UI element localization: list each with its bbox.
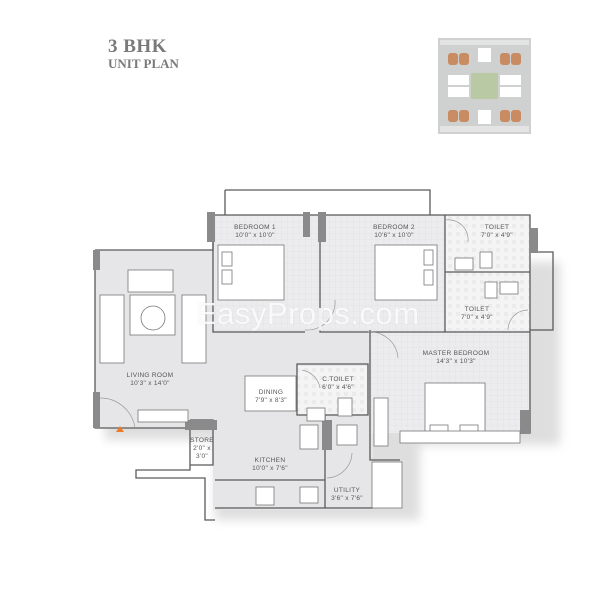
key-plan-thumbnail bbox=[438, 38, 531, 134]
watermark: EasyProps.com bbox=[196, 296, 420, 331]
entry-marker-icon bbox=[116, 426, 124, 432]
furniture bbox=[99, 244, 521, 509]
door-swings bbox=[99, 219, 529, 479]
dining-kitchen-floor bbox=[213, 330, 373, 510]
pillars bbox=[93, 212, 538, 450]
plan-title: 3 BHK bbox=[108, 36, 167, 57]
c-toilet-floor bbox=[297, 366, 367, 414]
toilets-floor bbox=[445, 215, 530, 332]
plan-subtitle: UNIT PLAN bbox=[108, 56, 179, 71]
